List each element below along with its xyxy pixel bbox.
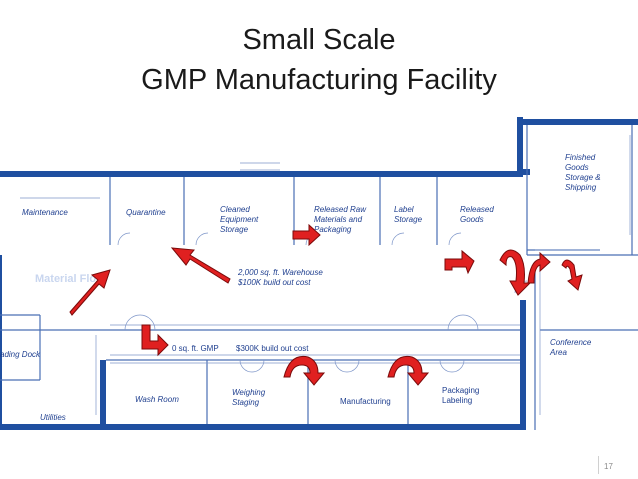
label-material-flow: Material Flow — [35, 273, 105, 285]
wall-east-upper — [517, 119, 523, 177]
label-maintenance: Maintenance — [22, 208, 68, 217]
title-line-1: Small Scale — [242, 24, 396, 56]
wall-notch — [522, 169, 530, 175]
label-manufacturing: Manufacturing — [340, 397, 391, 406]
title-line-2: GMP Manufacturing Facility — [141, 64, 497, 96]
wall-west — [0, 255, 2, 430]
label-cleaned-2: Equipment — [220, 215, 259, 224]
label-released-raw-1: Released Raw — [314, 205, 367, 214]
label-released-raw-3: Packaging — [314, 225, 352, 234]
label-wash-room: Wash Room — [135, 395, 179, 404]
arrow-to-shipping — [561, 259, 583, 291]
label-gmp-sqft: 0 sq. ft. GMP — [172, 344, 219, 353]
arrow-to-finished — [527, 251, 551, 284]
arrow-u-turn-1 — [499, 249, 532, 296]
arrow-released-raw — [292, 223, 321, 247]
arrow-to-cleaned — [170, 247, 231, 284]
label-warehouse-1: 2,000 sq. ft. Warehouse — [237, 268, 323, 277]
wall-east-lower — [520, 300, 526, 430]
label-finished-3: Storage & — [565, 173, 601, 182]
label-quarantine: Quarantine — [126, 208, 166, 217]
label-finished-1: Finished — [565, 153, 596, 162]
label-finished-4: Shipping — [565, 183, 597, 192]
wall-south — [0, 424, 526, 430]
arrow-released-goods — [444, 249, 475, 275]
label-warehouse-2: $100K build out cost — [237, 278, 311, 287]
label-gmp-cost: $300K build out cost — [236, 344, 309, 353]
partitions — [0, 125, 638, 430]
label-packaging-1: Packaging — [442, 386, 479, 395]
label-label-2: Storage — [394, 215, 423, 224]
label-weighing-2: Staging — [232, 398, 260, 407]
label-released-goods-1: Released — [460, 205, 494, 214]
label-loading-dock: ading Dock — [0, 350, 41, 359]
label-released-raw-2: Materials and — [314, 215, 363, 224]
label-label-1: Label — [394, 205, 414, 214]
label-finished-2: Goods — [565, 163, 589, 172]
wall-corner — [517, 117, 523, 125]
dimension-lines — [20, 135, 631, 415]
label-weighing-1: Weighing — [232, 388, 266, 397]
arrow-loading-to-quarantine — [69, 269, 111, 316]
arrow-to-packaging — [387, 355, 430, 386]
page-number-box — [598, 456, 621, 474]
floor-plan: Maintenance Quarantine Cleaned Equipment… — [0, 117, 638, 430]
flow-arrows — [69, 223, 583, 386]
label-cleaned-3: Storage — [220, 225, 249, 234]
arrow-to-weighing — [141, 324, 169, 357]
label-conference-1: Conference — [550, 338, 592, 347]
label-cleaned-1: Cleaned — [220, 205, 250, 214]
wall-washroom-west — [100, 360, 106, 424]
label-utilities: Utilities — [40, 413, 66, 422]
label-packaging-2: Labeling — [442, 396, 472, 405]
wall-finished-top — [517, 119, 638, 125]
arrow-to-manufacturing — [283, 355, 326, 386]
label-released-goods-2: Goods — [460, 215, 484, 224]
label-conference-2: Area — [549, 348, 567, 357]
page-number: 17 — [604, 462, 613, 471]
wall-north — [0, 171, 522, 177]
